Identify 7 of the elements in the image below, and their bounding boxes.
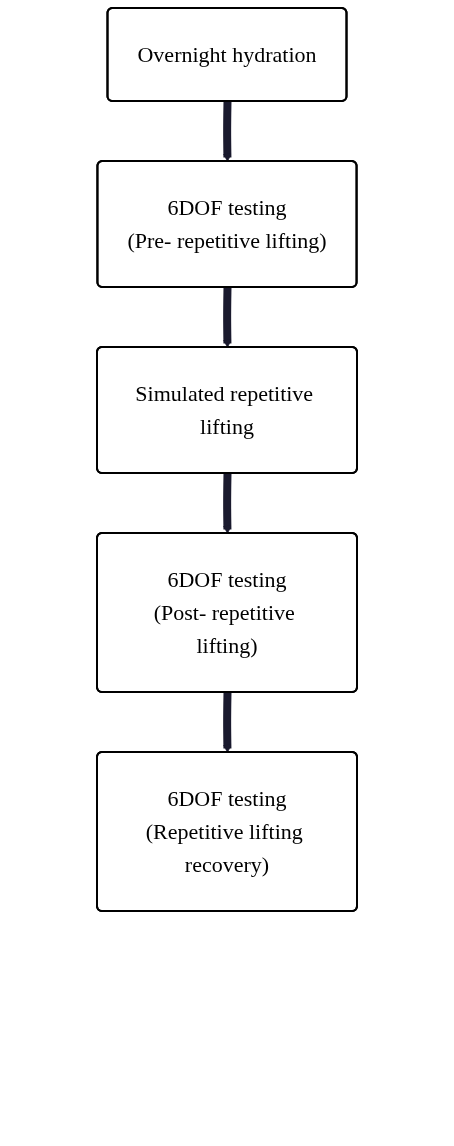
arrow xyxy=(222,287,232,348)
arrow xyxy=(222,101,232,162)
arrow xyxy=(222,473,232,534)
arrow xyxy=(222,692,232,753)
node-text: Simulated repetitive lifting xyxy=(135,381,314,439)
node-text: 6DOF testing (Repetitive lifting recovery) xyxy=(145,786,303,877)
node-text: 6DOF testing (Post- repetitive lifting) xyxy=(153,567,295,658)
